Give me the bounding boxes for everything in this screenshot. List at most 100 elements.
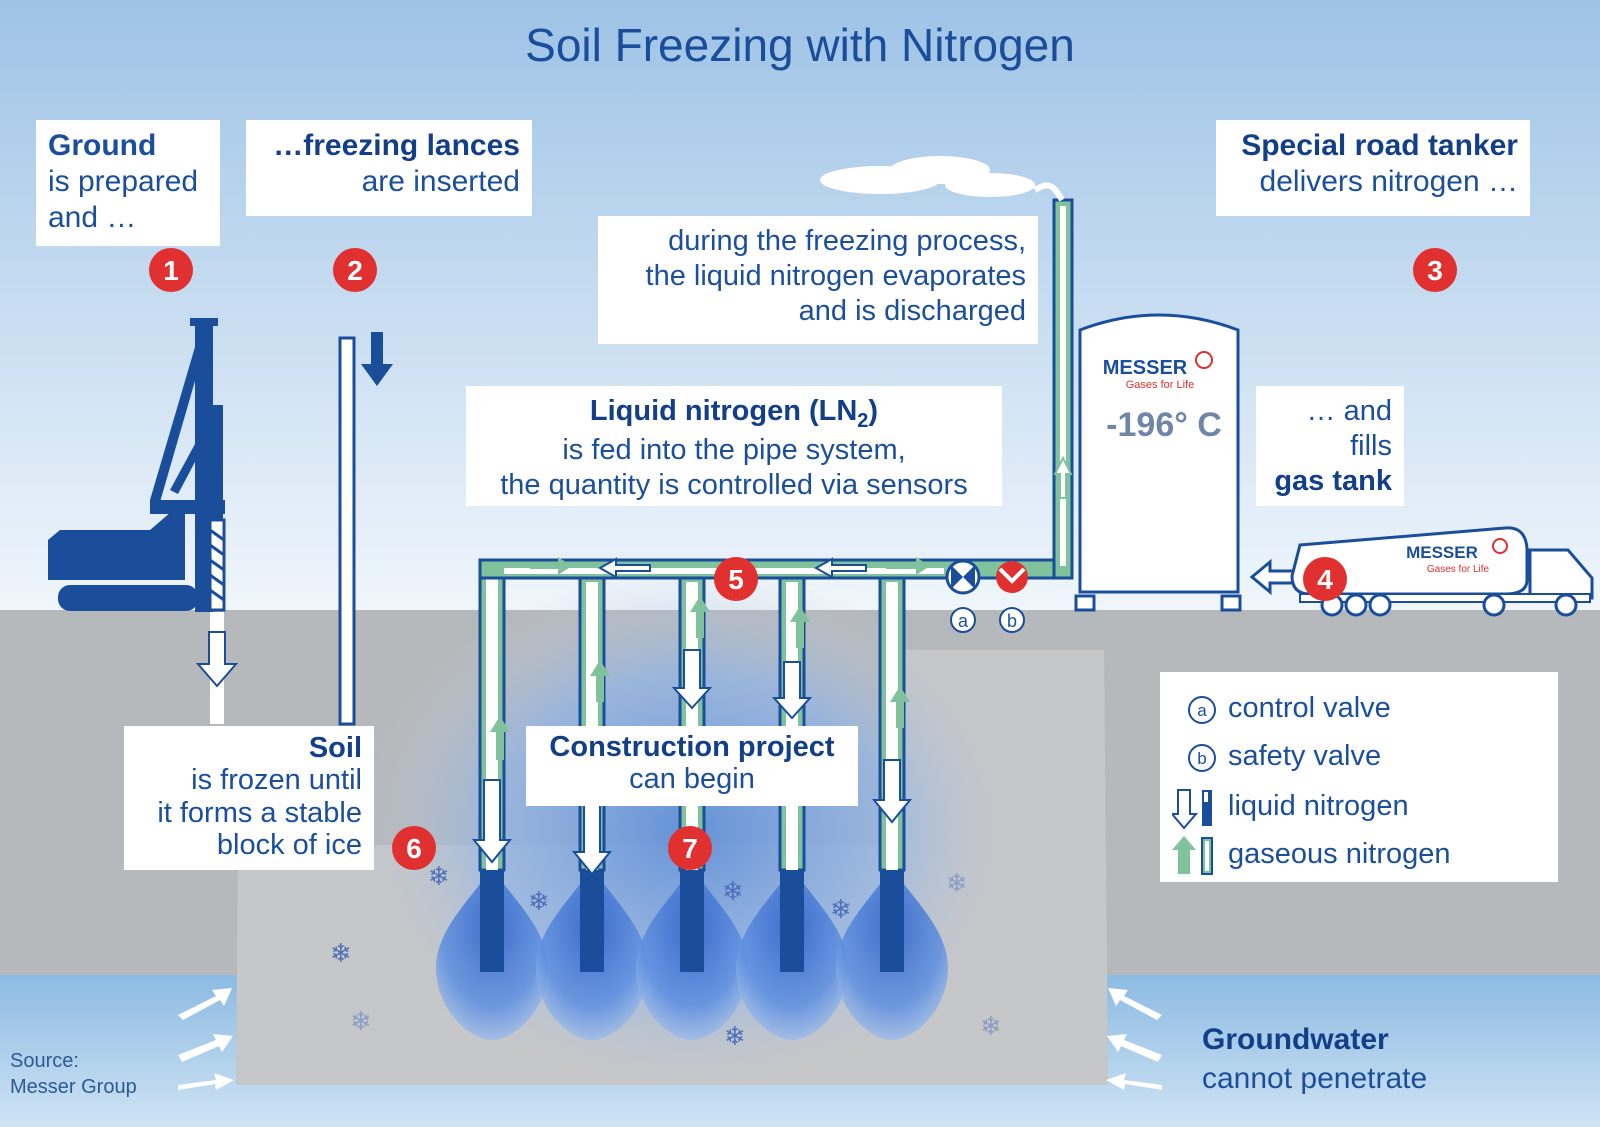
diagram-title: Soil Freezing with Nitrogen <box>525 19 1075 71</box>
rig-auger-thread <box>209 528 225 602</box>
step-5-head-text: Liquid nitrogen (LN <box>589 395 858 427</box>
valve-labels: a b <box>950 607 1025 633</box>
lance-tip <box>580 870 604 972</box>
water-arrow <box>178 988 232 1020</box>
step-5-line2: the quantity is controlled via sensors <box>500 468 968 501</box>
gas-tank: MESSER Gases for Life -196° C <box>1074 313 1242 612</box>
step-badge-1-num: 1 <box>163 255 179 286</box>
liquid-down-arrow <box>471 779 513 864</box>
step-1-line2: and … <box>48 201 137 234</box>
step-badge-1 <box>149 248 193 292</box>
exhaust-pipe <box>1052 198 1074 580</box>
step-2-head: …freezing lances <box>273 129 520 162</box>
step-1-head-text: Ground <box>48 129 157 162</box>
snowflake-icon: ❄ <box>330 939 352 969</box>
tanker-logo-icon <box>1492 538 1508 554</box>
gaseous-nitrogen-icon <box>1172 836 1213 875</box>
step-badge-6-num: 6 <box>406 833 422 864</box>
lance-tip <box>480 870 504 972</box>
groundwater-line1: cannot penetrate <box>1202 1062 1428 1095</box>
snowflake-icon: ❄ <box>980 1012 1002 1042</box>
tanker-wheel <box>1344 593 1368 617</box>
lance-tip <box>780 870 804 972</box>
tanker-wheel <box>1554 593 1578 617</box>
step-5-head: Liquid nitrogen (LN2) <box>466 394 1002 433</box>
rig-mast-top <box>190 318 218 326</box>
valve-label-a-circle <box>950 607 976 633</box>
tank-foot <box>1220 594 1242 612</box>
legend-item: gaseous nitrogen <box>1160 834 1558 875</box>
lance-tips <box>480 870 904 972</box>
step-3-line1: delivers nitrogen … <box>1259 165 1518 198</box>
source-line2: Messer Group <box>10 1076 137 1098</box>
control-valve-fill <box>951 565 975 589</box>
legend-key-b: b <box>1197 749 1206 768</box>
vapour-cloud <box>820 156 1065 202</box>
step-7-line1: can begin <box>629 762 755 795</box>
safety-valve-mark <box>998 567 1026 584</box>
water-arrow <box>178 1034 233 1062</box>
gas-up-arrow <box>790 606 810 648</box>
valve-label-b-circle <box>999 607 1025 633</box>
tank-foot <box>1074 594 1096 612</box>
step-2-line1: are inserted <box>361 165 520 198</box>
tanker-chassis <box>1299 593 1591 603</box>
snowflake-icon: ❄ <box>528 887 550 917</box>
tank-temperature: -196° C <box>1106 406 1222 444</box>
groundwater-head: Groundwater <box>1202 1023 1389 1056</box>
rig-cab <box>48 500 185 580</box>
legend-label: safety valve <box>1228 740 1382 772</box>
step-6-line2: it forms a stable <box>157 796 362 829</box>
gas-up-arrow <box>590 660 610 702</box>
tanker-wheel <box>1482 593 1506 617</box>
step-badges: 1 2 3 4 5 6 7 <box>149 248 1457 870</box>
flow-arrows <box>530 557 930 579</box>
step-6-line1: is frozen until <box>191 764 362 797</box>
snowflakes: ❄ ❄ ❄ ❄ ❄ ❄ ❄ ❄ ❄ <box>330 862 1002 1052</box>
liquid-down-arrow <box>571 799 613 876</box>
rig-track <box>58 585 198 611</box>
legend-item: a control valve <box>1160 688 1558 728</box>
tank-body <box>1078 313 1240 594</box>
drilling-rig <box>48 318 226 612</box>
step-1-line1: is prepared <box>48 165 199 198</box>
step-6-line3: block of ice <box>216 829 362 862</box>
step-4-line2: fills <box>1350 429 1392 462</box>
step-badge-4 <box>1303 557 1347 601</box>
cloud-trail <box>1033 182 1065 202</box>
step-4-box: … and fills gas tank <box>1256 386 1404 506</box>
safety-valve <box>996 561 1028 593</box>
snowflake-icon: ❄ <box>724 1022 746 1052</box>
groundwater-arrows-right <box>1106 988 1162 1090</box>
step-7-head: Construction project <box>549 731 835 763</box>
lance-down-arrows <box>471 649 913 876</box>
valve-label-b: b <box>1007 611 1017 631</box>
rig-boom <box>150 330 208 502</box>
step-5-head-sub: 2 <box>857 409 869 432</box>
road-tanker: MESSER Gases for Life <box>1249 526 1594 617</box>
groundwater-caption: Groundwater cannot penetrate <box>1202 1020 1427 1098</box>
step-badge-4-num: 4 <box>1317 564 1333 595</box>
legend-label: liquid nitrogen <box>1228 790 1409 822</box>
evaporation-line3: and is discharged <box>798 294 1026 327</box>
step-badge-5 <box>714 557 758 601</box>
step-badge-2-num: 2 <box>347 255 363 286</box>
gas-up-arrow <box>690 596 710 638</box>
gas-up-arrow <box>1053 455 1073 499</box>
step-3-box: Special road tanker delivers nitrogen … <box>1216 120 1530 216</box>
rig-boom-arm <box>150 500 225 514</box>
legend-control-valve-icon: a <box>1188 696 1216 724</box>
step-badge-3 <box>1413 248 1457 292</box>
snowflake-icon: ❄ <box>350 1007 372 1037</box>
control-valve <box>945 559 981 595</box>
snowflake-icon: ❄ <box>946 869 968 899</box>
water-arrow <box>178 1073 234 1090</box>
step-6-head: Soil <box>308 732 362 764</box>
step-1-head: Ground <box>48 128 220 164</box>
step-4-line1: … and <box>1306 395 1392 427</box>
liquid-nitrogen-icon <box>1172 789 1212 830</box>
tank-logo-icon <box>1195 351 1213 369</box>
tanker-wheel <box>1368 593 1392 617</box>
bore-down-arrow <box>195 631 239 688</box>
legend-item: liquid nitrogen <box>1160 786 1558 830</box>
